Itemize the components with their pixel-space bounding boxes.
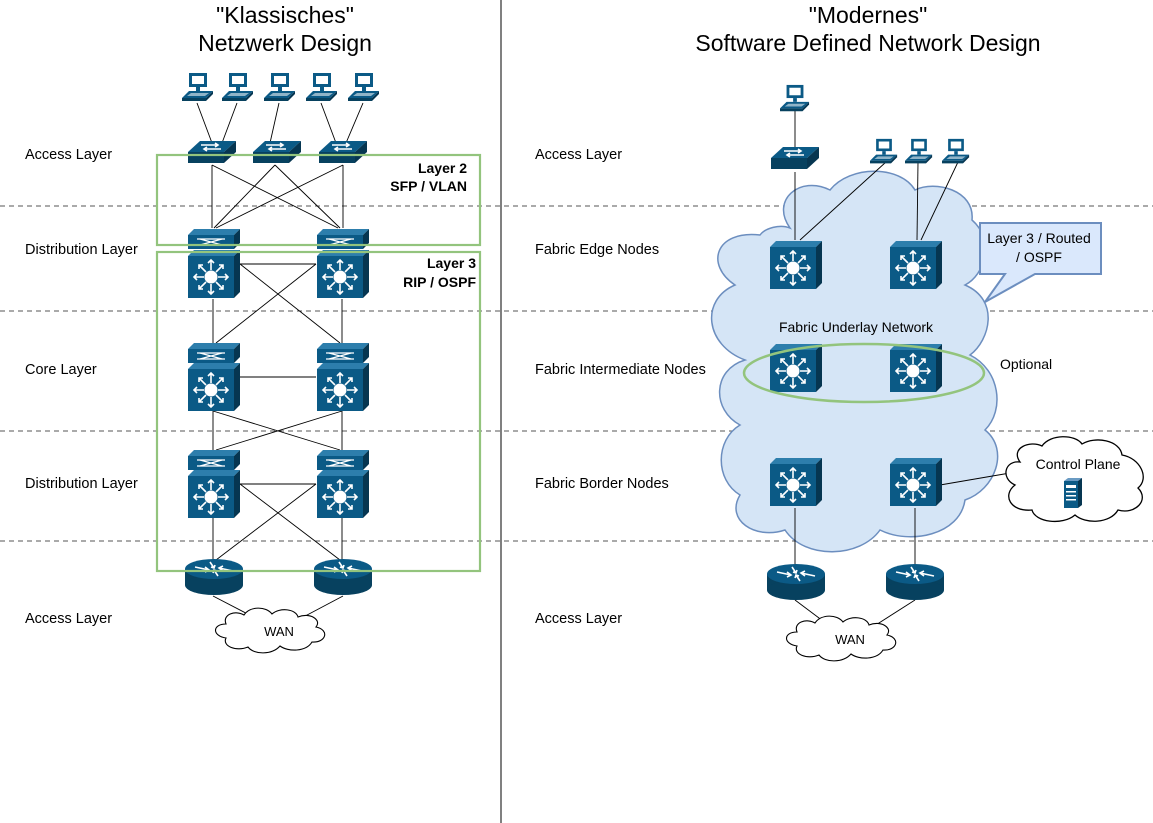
switch-icon — [770, 146, 820, 170]
layer3-switch-cap-icon — [317, 343, 369, 363]
left-title-line1: "Klassisches" — [216, 2, 354, 28]
left-layer-label-distribution-top: Distribution Layer — [25, 242, 138, 258]
layer3-switch-cap-icon — [317, 450, 369, 470]
right-connections — [794, 111, 1011, 631]
layer3-callout — [979, 222, 1102, 303]
cloud-icon — [214, 607, 326, 654]
router-icon — [185, 558, 243, 596]
left-layer-label-core: Core Layer — [25, 362, 97, 378]
workstation-icon — [222, 73, 253, 101]
right-layer-label-access-bottom: Access Layer — [535, 611, 622, 627]
fabric-border-node-icon — [770, 457, 822, 507]
server-icon — [1064, 478, 1082, 508]
layer3-switch-icon — [317, 363, 369, 411]
control-plane-label: Control Plane — [1036, 456, 1121, 472]
fabric-intermediate-node-icon — [890, 343, 942, 393]
right-title-line1: "Modernes" — [809, 2, 928, 28]
workstation-icon — [870, 138, 898, 164]
workstation-icon — [905, 138, 933, 164]
optional-label: Optional — [1000, 356, 1052, 372]
layer3-switch-cap-icon — [188, 343, 240, 363]
fabric-edge-node-icon — [890, 240, 942, 290]
callout-line2: / OSPF — [1016, 249, 1062, 265]
left-layer-label-access-bottom: Access Layer — [25, 611, 112, 627]
layer3-box-title: Layer 3 — [427, 255, 476, 271]
fabric-border-node-icon — [890, 457, 942, 507]
layer2-box-subtitle: SFP / VLAN — [390, 178, 467, 194]
workstation-icon — [348, 73, 379, 101]
left-wan-label: WAN — [264, 624, 294, 639]
fabric-edge-node-icon — [770, 240, 822, 290]
layer3-switch-cap-icon — [188, 450, 240, 470]
workstation-icon — [264, 73, 295, 101]
optional-ellipse — [742, 342, 986, 404]
switch-icon — [252, 140, 302, 164]
workstation-icon — [182, 73, 213, 101]
layer3-switch-icon — [188, 250, 240, 298]
right-title-line2: Software Defined Network Design — [695, 30, 1040, 56]
right-layer-label-fabric-edge: Fabric Edge Nodes — [535, 242, 659, 258]
left-layer-label-access-top: Access Layer — [25, 147, 112, 163]
callout-line1: Layer 3 / Routed — [987, 230, 1091, 246]
workstation-icon — [942, 138, 970, 164]
layer3-switch-icon — [317, 250, 369, 298]
router-icon — [767, 563, 825, 601]
cloud-icon — [785, 615, 897, 662]
layer3-switch-icon — [188, 363, 240, 411]
workstation-icon — [780, 84, 810, 112]
left-connections — [196, 102, 364, 624]
left-layer-label-distribution-bottom: Distribution Layer — [25, 476, 138, 492]
router-icon — [314, 558, 372, 596]
right-layer-label-fabric-border: Fabric Border Nodes — [535, 476, 669, 492]
left-title-line2: Netzwerk Design — [198, 30, 372, 56]
switch-icon — [318, 140, 368, 164]
layer3-box-subtitle: RIP / OSPF — [403, 274, 476, 290]
layer2-box-title: Layer 2 — [418, 160, 467, 176]
fabric-underlay-label: Fabric Underlay Network — [779, 319, 934, 335]
layer3-switch-icon — [188, 470, 240, 518]
layer-separators — [0, 205, 1153, 542]
right-layer-label-fabric-intermediate: Fabric Intermediate Nodes — [535, 362, 706, 378]
layer2-box — [155, 153, 482, 247]
right-wan-label: WAN — [835, 632, 865, 647]
workstation-icon — [306, 73, 337, 101]
layer3-box — [155, 250, 482, 573]
right-layer-label-access-top: Access Layer — [535, 147, 622, 163]
layer3-switch-icon — [317, 470, 369, 518]
router-icon — [886, 563, 944, 601]
fabric-intermediate-node-icon — [770, 343, 822, 393]
switch-icon — [187, 140, 237, 164]
